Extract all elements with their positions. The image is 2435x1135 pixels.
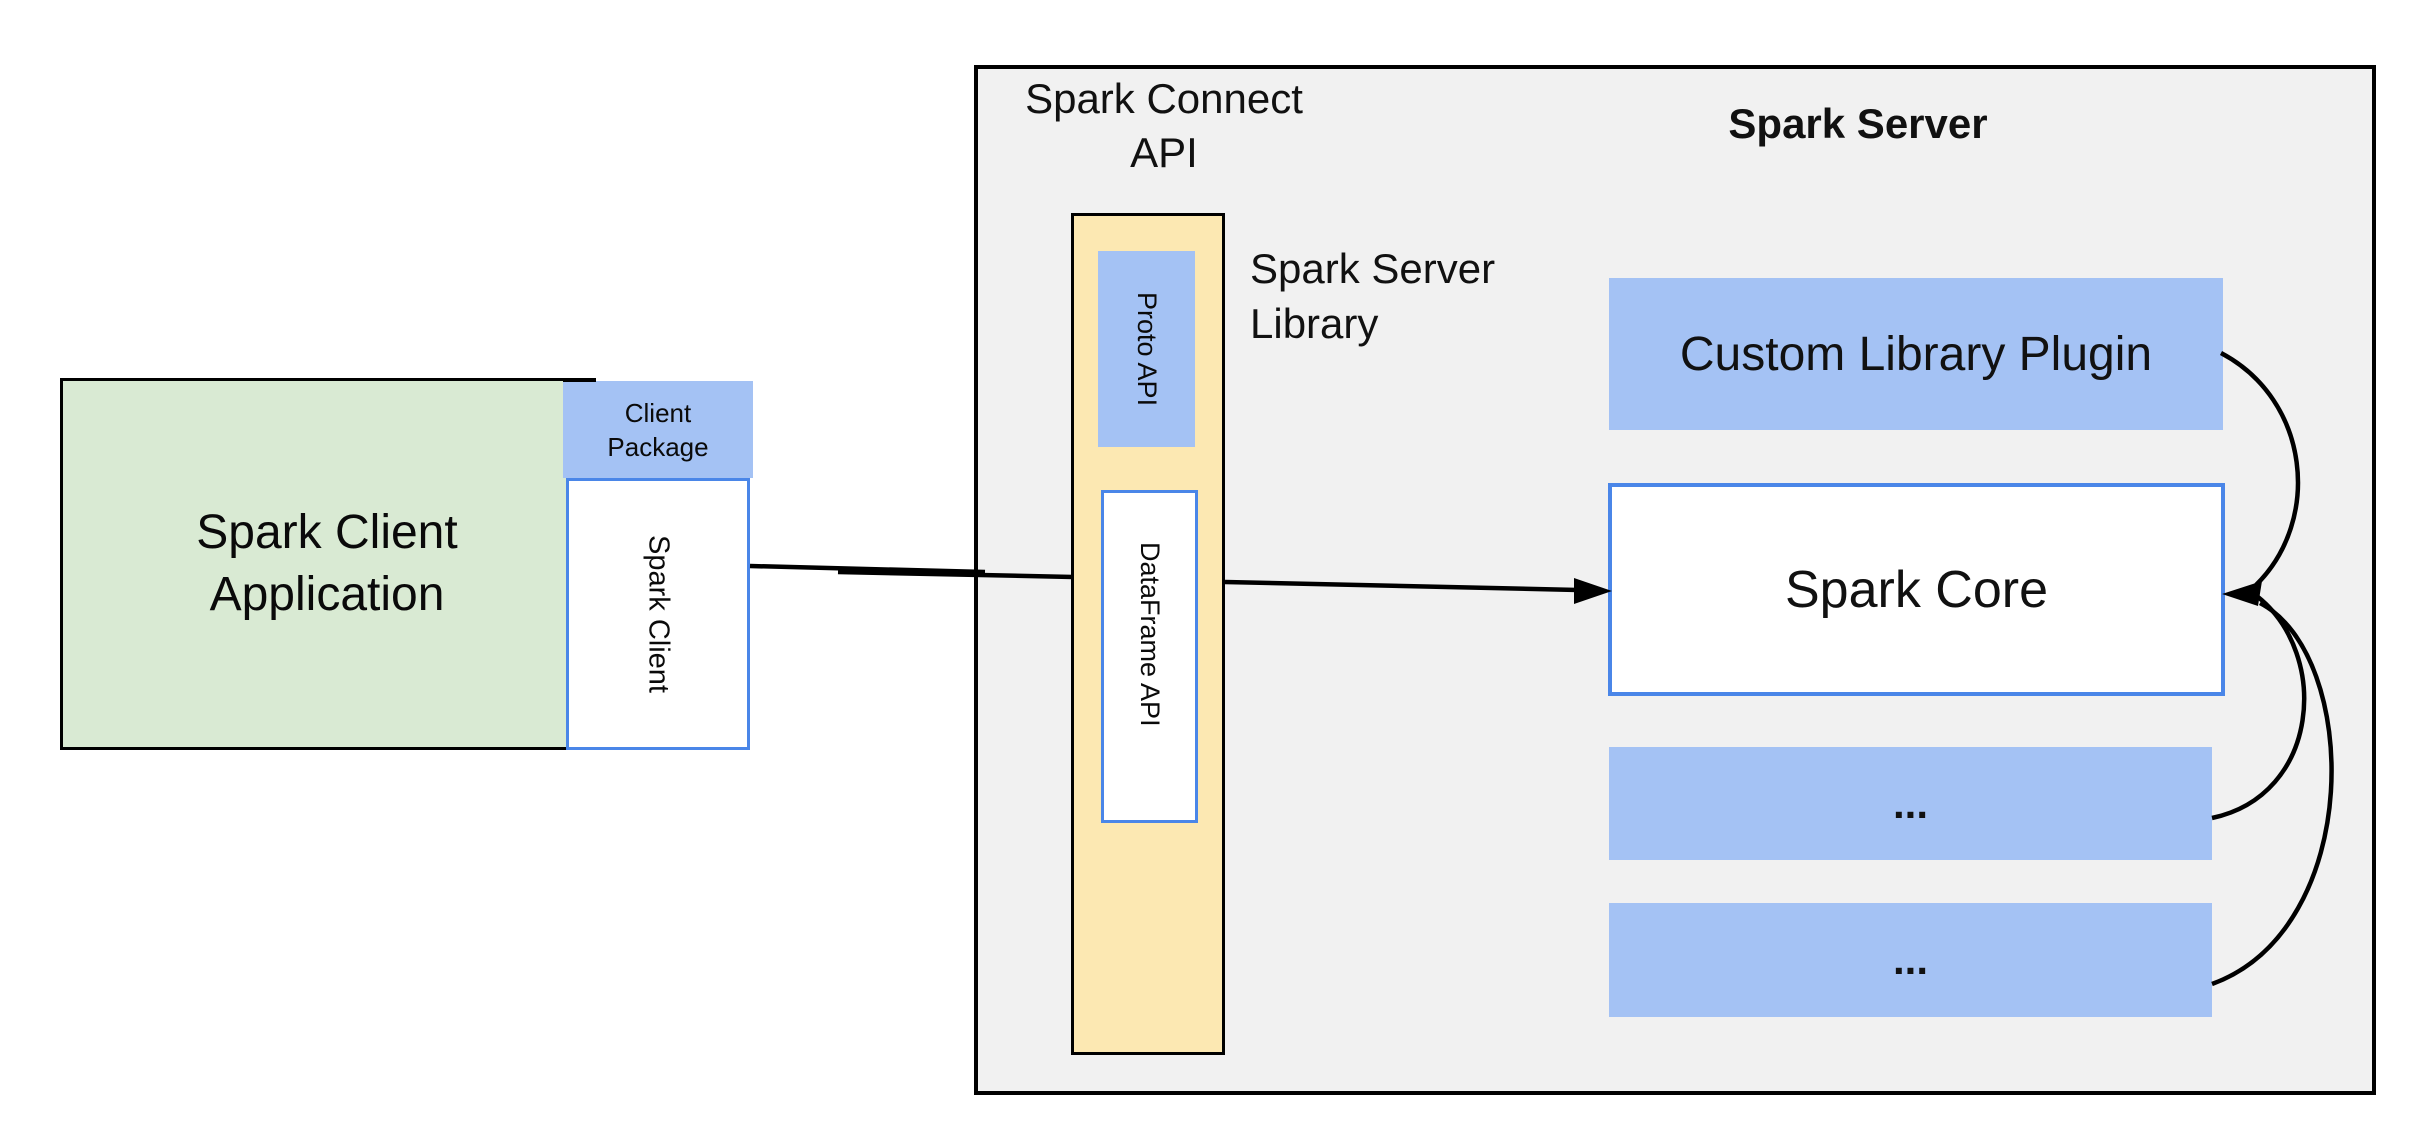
spark-client-application-label: Spark Client Application xyxy=(196,502,457,626)
client-package-box: Client Package xyxy=(563,381,753,478)
spark-server-library-label: Spark Server Library xyxy=(1250,241,1590,351)
spark-connect-api-label: Spark Connect API xyxy=(989,72,1339,180)
proto-api-box: Proto API xyxy=(1098,251,1195,447)
spark-core-box: Spark Core xyxy=(1608,483,2225,696)
spark-connect-api-line1: Spark Connect xyxy=(1025,75,1303,122)
client-package-line2: Package xyxy=(607,431,709,462)
spark-client-box: Spark Client xyxy=(566,478,750,750)
spark-client-application-line2: Application xyxy=(209,568,445,621)
client-package-line1: Client xyxy=(624,397,692,428)
spark-server-library-line1: Spark Server xyxy=(1250,245,1496,292)
spark-server-title: Spark Server xyxy=(1728,100,1988,147)
client-package-label: Client Package xyxy=(607,396,708,464)
ellipsis-label-1: ... xyxy=(1892,779,1928,827)
spark-client-label: Spark Client xyxy=(642,535,675,693)
spark-client-application-line1: Spark Client xyxy=(196,506,458,559)
ellipsis-label-2: ... xyxy=(1892,936,1928,983)
green-box-border-segment xyxy=(563,378,596,382)
spark-client-application-box: Spark Client Application xyxy=(60,378,594,750)
custom-library-plugin-box: Custom Library Plugin xyxy=(1609,278,2223,430)
proto-api-label: Proto API xyxy=(1132,291,1162,407)
other-library-box-1: ... xyxy=(1609,747,2212,860)
spark-server-library-line2: Library xyxy=(1250,300,1379,347)
client-to-library-arrow-line xyxy=(749,563,986,575)
other-library-box-2: ... xyxy=(1609,903,2212,1017)
dataframe-api-label: DataFrame API xyxy=(1135,541,1165,727)
dataframe-api-box: DataFrame API xyxy=(1101,490,1198,823)
custom-library-plugin-label: Custom Library Plugin xyxy=(1679,327,2153,381)
spark-core-label: Spark Core xyxy=(1785,560,2048,619)
spark-connect-api-line2: API xyxy=(1130,129,1198,176)
